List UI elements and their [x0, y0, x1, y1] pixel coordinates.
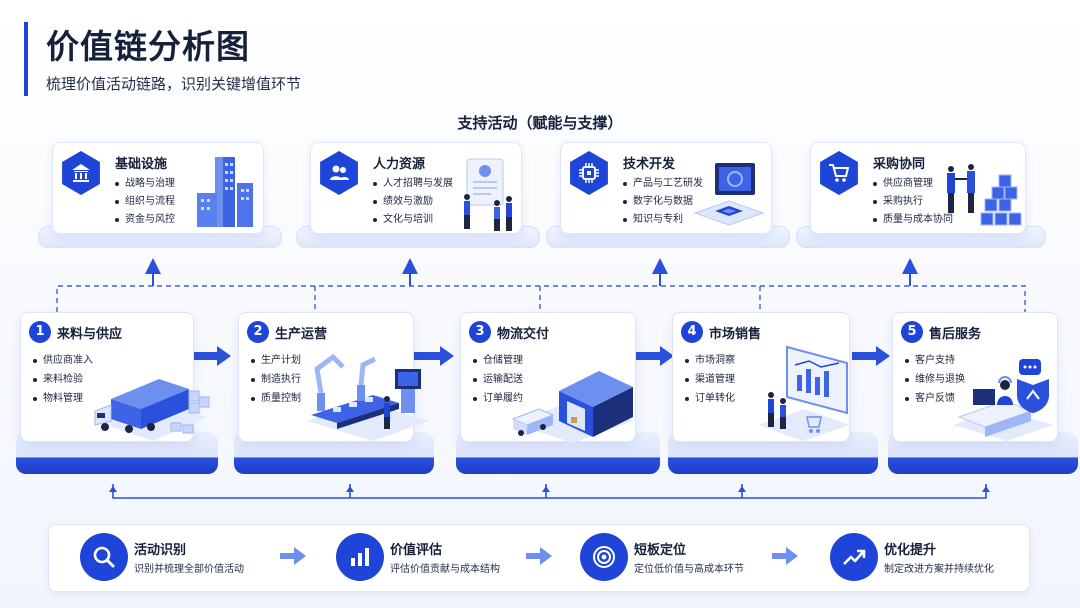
step-description: 定位低价值与高成本环节: [634, 564, 744, 575]
primary-card-marketing: 4 市场销售 市场洞察 渠道管理 订单转化: [672, 312, 850, 442]
support-card-hr: 人力资源 人才招聘与发展 绩效与激励 文化与培训: [310, 142, 522, 234]
primary-item: 客户支持: [905, 351, 965, 370]
primary-item: 来料检验: [33, 370, 93, 389]
primary-item: 市场洞察: [685, 351, 735, 370]
support-card-procurement: 采购协同 供应商管理 采购执行 质量与成本协同: [810, 142, 1026, 234]
step-number-badge: 2: [247, 321, 269, 343]
support-item: 产品与工艺研发: [623, 175, 703, 193]
support-item: 数字化与数据: [623, 193, 703, 211]
support-item: 人才招聘与发展: [373, 175, 453, 193]
support-item: 绩效与激励: [373, 193, 453, 211]
primary-card-after-sales: 5 售后服务 客户支持 维修与退换 客户反馈: [892, 312, 1058, 442]
robot-arm-icon: [307, 353, 429, 441]
support-card-tech: 技术开发 产品与工艺研发 数字化与数据 知识与专利: [560, 142, 772, 234]
primary-card-title: 来料与供应: [57, 327, 123, 342]
step-number-badge: 3: [469, 321, 491, 343]
primary-item: 渠道管理: [685, 370, 735, 389]
support-section-title: 支持活动（赋能与支撑）: [457, 114, 623, 132]
primary-item: 客户反馈: [905, 389, 965, 408]
support-item: 采购执行: [873, 193, 953, 211]
support-item: 知识与专利: [623, 211, 703, 229]
primary-item: 生产计划: [251, 351, 301, 370]
resume-people-icon: [464, 158, 512, 231]
step-title: 价值评估: [390, 543, 443, 558]
primary-card-supply: 1 来料与供应 供应商准入 来料检验 物料管理: [20, 312, 210, 442]
support-item: 组织与流程: [115, 193, 175, 211]
buildings-icon: [197, 157, 253, 227]
page-title: 价值链分析图: [46, 27, 250, 66]
step-title: 优化提升: [884, 543, 937, 558]
bar-chart-icon: [336, 533, 384, 581]
support-card-title: 采购协同: [873, 157, 926, 172]
support-card-infrastructure: 基础设施 战略与治理 组织与流程 资金与风控: [52, 142, 264, 234]
step-description: 识别并梳理全部价值活动: [134, 564, 244, 575]
analysis-steps-panel: [48, 524, 1030, 592]
bank-icon: [62, 151, 100, 195]
trend-up-icon: [830, 533, 878, 581]
service-desk-icon: [953, 359, 1053, 441]
primary-item: 供应商准入: [33, 351, 93, 370]
page-subtitle: 梳理价值活动链路，识别关键增值环节: [46, 75, 302, 93]
truck-icon: [94, 379, 210, 441]
primary-item: 质量控制: [251, 389, 301, 408]
step-number-badge: 1: [29, 321, 51, 343]
step-number-badge: 5: [901, 321, 923, 343]
step-title: 活动识别: [134, 543, 187, 558]
primary-item: 订单转化: [685, 389, 735, 408]
primary-card-production: 2 生产运营 生产计划 制造执行 质量控制: [238, 312, 429, 442]
primary-card-title: 生产运营: [275, 327, 328, 342]
laptop-chip-icon: [693, 163, 765, 226]
search-icon: [80, 533, 128, 581]
primary-item: 运输配送: [473, 370, 523, 389]
support-item: 供应商管理: [873, 175, 953, 193]
primary-card-title: 市场销售: [709, 327, 762, 342]
dashboard-icon: [759, 345, 849, 441]
support-card-title: 基础设施: [115, 157, 168, 172]
step-number-badge: 4: [681, 321, 703, 343]
support-item: 战略与治理: [115, 175, 175, 193]
primary-item: 仓储管理: [473, 351, 523, 370]
support-item: 资金与风控: [115, 211, 175, 229]
support-item: 质量与成本协同: [873, 211, 953, 229]
cart-icon: [820, 151, 858, 195]
primary-card-title: 售后服务: [929, 327, 982, 342]
primary-item: 维修与退换: [905, 370, 965, 389]
warehouse-icon: [511, 371, 633, 443]
step-title: 短板定位: [634, 543, 687, 558]
primary-item: 制造执行: [251, 370, 301, 389]
primary-item: 订单履约: [473, 389, 523, 408]
support-card-title: 人力资源: [373, 157, 426, 172]
target-icon: [580, 533, 628, 581]
support-card-title: 技术开发: [623, 157, 676, 172]
people-icon: [320, 151, 358, 195]
primary-item: 物料管理: [33, 389, 93, 408]
primary-card-logistics: 3 物流交付 仓储管理 运输配送 订单履约: [460, 312, 636, 443]
title-accent-bar: [24, 22, 28, 96]
primary-card-title: 物流交付: [497, 327, 550, 342]
step-description: 制定改进方案并持续优化: [884, 564, 994, 575]
step-description: 评估价值贡献与成本结构: [390, 564, 500, 575]
support-item: 文化与培训: [373, 211, 453, 229]
chip-icon: [570, 151, 608, 195]
handshake-boxes-icon: [947, 164, 1022, 226]
